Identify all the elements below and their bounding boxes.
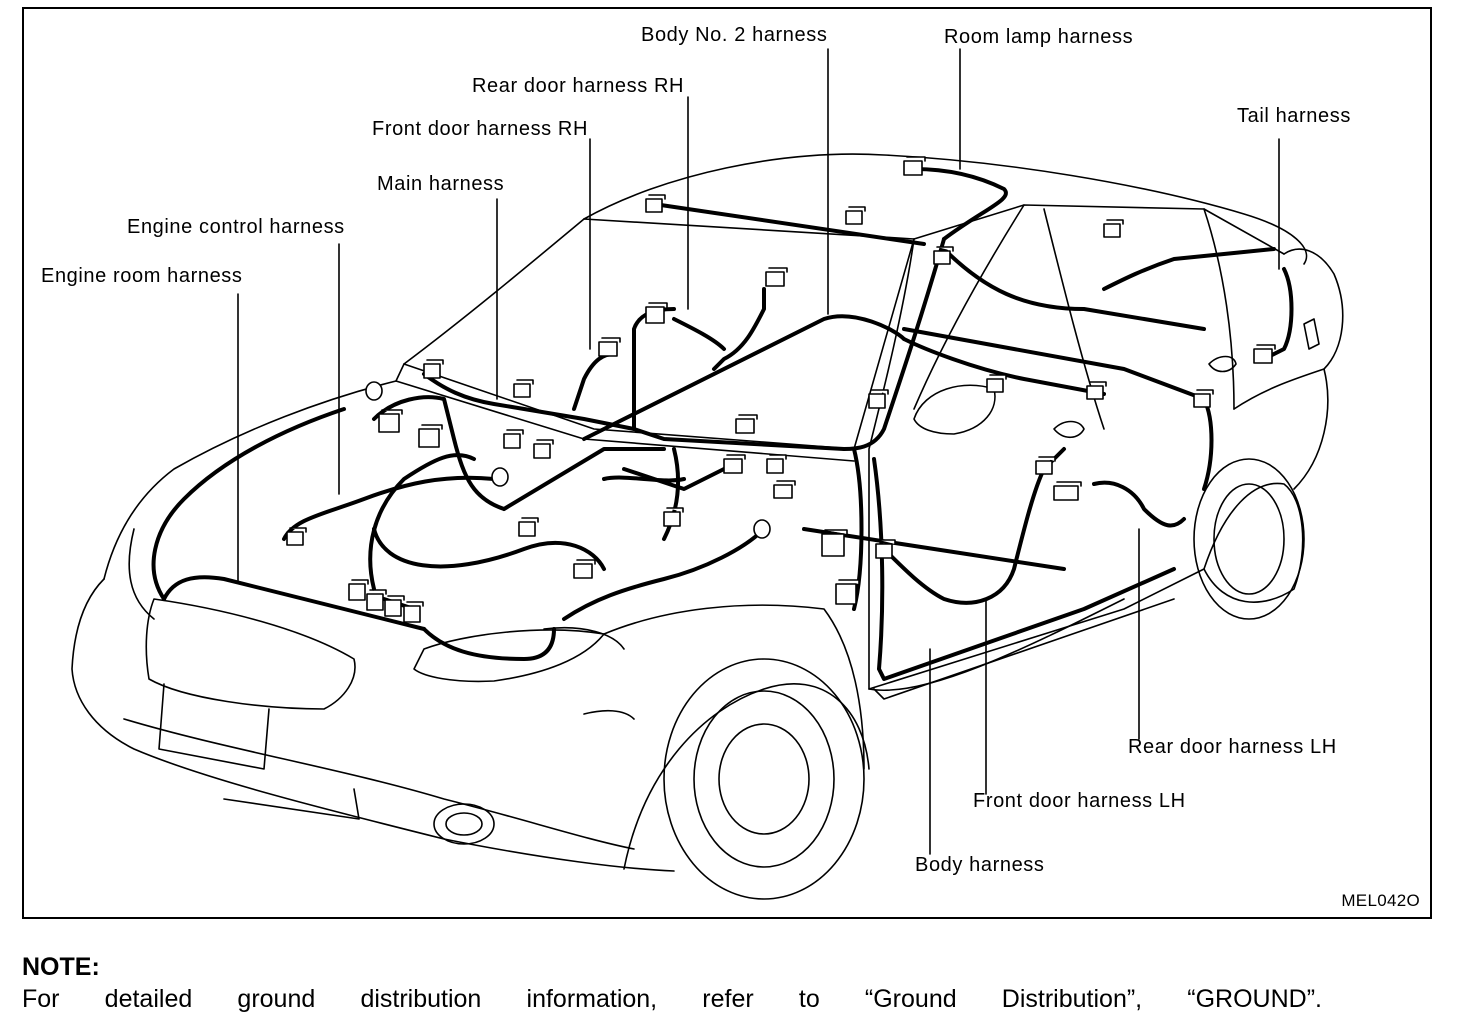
note-title: NOTE: xyxy=(22,953,100,981)
car-body-outline xyxy=(71,153,1344,900)
label-main-harness: Main harness xyxy=(377,173,505,195)
note-section: NOTE: For detailed ground distribution i… xyxy=(22,952,1322,1016)
figure-id: MEL042O xyxy=(1341,891,1420,910)
wiring-harness-diagram: Body No. 2 harness Room lamp harness Rea… xyxy=(22,7,1432,919)
label-rear-door-harness-rh: Rear door harness RH xyxy=(472,75,685,97)
car-harness-drawing xyxy=(71,48,1344,900)
label-body-harness: Body harness xyxy=(915,854,1045,876)
label-leader-lines xyxy=(237,48,1280,855)
note-text: For detailed ground distribution informa… xyxy=(22,985,1322,1013)
label-body-no2-harness: Body No. 2 harness xyxy=(641,24,828,46)
label-front-door-harness-lh: Front door harness LH xyxy=(973,790,1186,812)
label-room-lamp-harness: Room lamp harness xyxy=(944,26,1134,48)
label-engine-room-harness: Engine room harness xyxy=(41,265,243,287)
harness-wires xyxy=(151,167,1294,681)
label-front-door-harness-rh: Front door harness RH xyxy=(372,118,589,140)
label-rear-door-harness-lh: Rear door harness LH xyxy=(1128,736,1337,758)
harness-connectors xyxy=(286,156,1276,623)
label-tail-harness: Tail harness xyxy=(1237,105,1351,127)
label-engine-control-harness: Engine control harness xyxy=(127,216,345,238)
